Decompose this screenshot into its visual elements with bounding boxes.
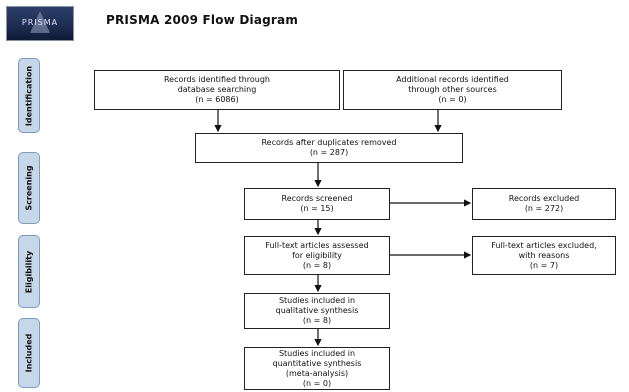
box-text: Additional records identified	[396, 75, 509, 84]
box-database-searching: Records identified through database sear…	[94, 70, 340, 110]
box-text: Full-text articles assessed	[265, 240, 369, 250]
box-text: Studies included in	[278, 296, 356, 305]
box-quantitative-synthesis: Studies included in quantitative synthes…	[244, 347, 390, 390]
box-text: Records excluded	[508, 194, 580, 203]
box-other-sources: Additional records identified through ot…	[343, 70, 562, 110]
box-text: qualitative synthesis	[275, 306, 359, 315]
box-text: Studies included in	[278, 348, 356, 358]
box-text: (n = 15)	[300, 204, 334, 213]
box-text: Full-text articles excluded,	[491, 240, 597, 250]
logo-triangle	[30, 11, 50, 33]
box-text: with reasons	[518, 250, 570, 260]
box-text: through other sources	[408, 85, 497, 94]
box-text: (n = 0)	[302, 378, 332, 388]
box-fulltext-assessed: Full-text articles assessed for eligibil…	[244, 236, 390, 275]
box-text: database searching	[177, 85, 257, 94]
box-text: (n = 287)	[309, 148, 349, 157]
box-text: Records identified through	[163, 75, 271, 84]
box-text: (meta-analysis)	[285, 368, 349, 378]
box-text: (n = 7)	[529, 260, 559, 270]
box-text: quantitative synthesis	[272, 358, 362, 368]
box-fulltext-excluded: Full-text articles excluded, with reason…	[472, 236, 616, 275]
box-text: (n = 8)	[302, 316, 332, 325]
box-text: (n = 0)	[438, 95, 467, 104]
box-text: Records after duplicates removed	[261, 138, 397, 147]
prisma-logo: PRISMA	[6, 6, 74, 41]
box-text: (n = 8)	[302, 260, 332, 270]
logo-text: PRISMA	[21, 18, 59, 27]
stage-screening: Screening	[18, 152, 40, 224]
diagram-title: PRISMA 2009 Flow Diagram	[106, 13, 299, 27]
stage-eligibility: Eligibility	[18, 235, 40, 308]
box-text: (n = 272)	[524, 204, 564, 213]
box-records-screened: Records screened (n = 15)	[244, 188, 390, 220]
box-text: Records screened	[281, 194, 353, 203]
box-after-duplicates: Records after duplicates removed (n = 28…	[195, 133, 463, 163]
box-text: (n = 6086)	[195, 95, 239, 104]
box-text: for eligibility	[292, 250, 342, 260]
box-qualitative-synthesis: Studies included in qualitative synthesi…	[244, 293, 390, 329]
box-records-excluded: Records excluded (n = 272)	[472, 188, 616, 220]
stage-included: Included	[18, 318, 40, 388]
stage-identification: Identification	[18, 58, 40, 133]
